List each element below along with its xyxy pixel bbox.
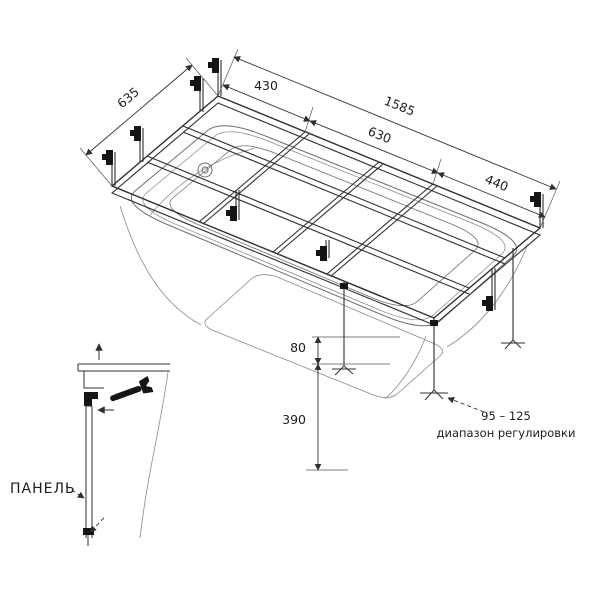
adjust-range-value: 95 – 125 bbox=[481, 409, 531, 423]
dim-1585-label: 1585 bbox=[382, 93, 417, 119]
dim-80-label: 80 bbox=[290, 340, 306, 355]
panel-bracket bbox=[530, 192, 544, 228]
adjustable-legs bbox=[332, 248, 525, 401]
mounting-posts bbox=[102, 58, 544, 311]
wrench-icon bbox=[110, 376, 154, 402]
leg-foot bbox=[420, 318, 448, 401]
panel-bracket bbox=[226, 190, 240, 221]
bathtub-outline bbox=[119, 125, 529, 400]
panel-label: ПАНЕЛЬ bbox=[10, 481, 76, 497]
dim-630-label: 630 bbox=[366, 123, 394, 146]
panel-bracket bbox=[482, 268, 496, 311]
dim-430-label: 430 bbox=[254, 78, 278, 93]
dimension-lines: 1585 430 630 440 635 80 390 95 – 125 диа… bbox=[79, 48, 576, 471]
adjust-range-caption: диапазон регулировки bbox=[437, 426, 576, 440]
leg-foot bbox=[332, 281, 356, 376]
panel-bracket bbox=[102, 150, 116, 186]
panel-bracket bbox=[190, 76, 204, 112]
bathtub-frame bbox=[110, 95, 542, 326]
dim-635-label: 635 bbox=[114, 84, 142, 111]
dim-390-label: 390 bbox=[282, 412, 306, 427]
panel-detail-view: ПАНЕЛЬ bbox=[10, 343, 170, 546]
panel-bracket bbox=[208, 58, 222, 96]
dim-440-label: 440 bbox=[483, 171, 511, 194]
panel-bracket bbox=[316, 240, 330, 261]
leg-foot bbox=[501, 248, 525, 350]
panel-bracket bbox=[130, 126, 144, 162]
